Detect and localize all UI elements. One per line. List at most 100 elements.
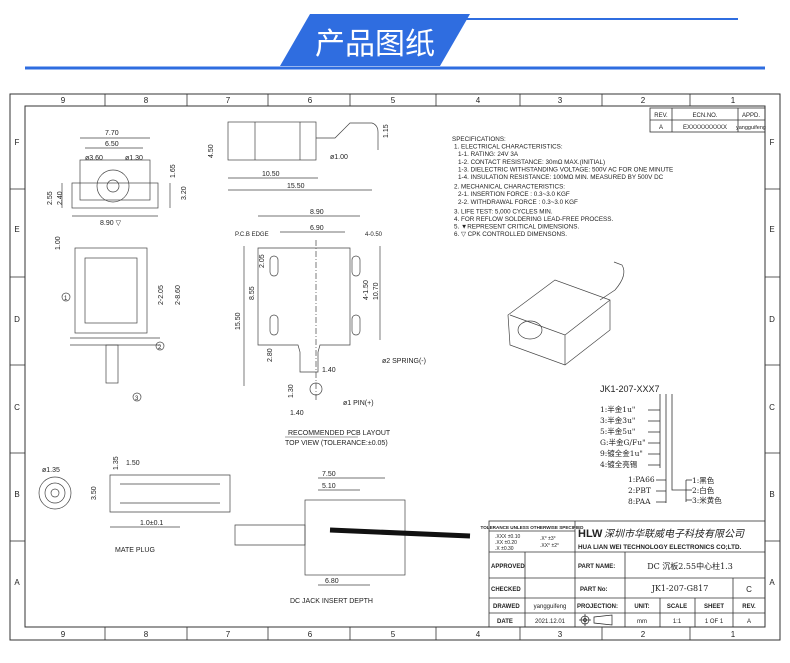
insert-depth-view (234, 477, 471, 586)
dim-left-2-8-60: 2-8.60 (175, 285, 182, 305)
zone-row-label: F (770, 138, 775, 147)
zone-column-label: 8 (144, 96, 149, 105)
zone-row-label: C (14, 403, 20, 412)
banner-title: 产品图纸 (315, 27, 435, 62)
dim-front-3-20: 3.20 (181, 186, 188, 200)
dim-pcb-4-1-50: 4-1.50 (363, 280, 370, 300)
spec-line: 2-1. INSERTION FORCE : 0.3~3.0 KGF (458, 191, 570, 198)
plating-option: G:半金G/Fu" (600, 437, 646, 447)
company-name-en: HUA LIAN WEI TECHNOLOGY ELECTRONICS CO;L… (578, 544, 741, 551)
dim-front-d1-30: ø1.30 (125, 155, 143, 162)
zone-column-label: 1 (731, 96, 736, 105)
callout-3: 3 (135, 396, 139, 402)
zone-row-label: B (14, 490, 19, 499)
ecn-value: EXXXXXXXXXX (683, 125, 727, 131)
dim-pcb-1-40a: 1.40 (322, 367, 336, 374)
zone-column-label: 9 (61, 96, 66, 105)
dim-front-8-90: 8.90 ▽ (100, 220, 122, 227)
rev-value-block: A (747, 619, 751, 625)
scale-label: SCALE (667, 604, 687, 610)
part-code-options: 1:半金1u"3:半金3u"5:半金5u"G:半金G/Fu"9:镀全金1u"4:… (600, 404, 722, 506)
plug-1-50: 1.50 (126, 460, 140, 467)
plug-1-35: 1.35 (113, 456, 120, 470)
zone-column-label: 4 (476, 96, 481, 105)
dim-pcb-2-05: 2.05 (259, 254, 266, 268)
zone-row-label: B (769, 490, 774, 499)
zone-row-label: D (769, 315, 775, 324)
unit-value: mm (637, 619, 647, 625)
plating-option: 3:半金3u" (600, 415, 635, 425)
pcb-layout-title: RECOMMENDED PCB LAYOUT (288, 430, 391, 437)
ecn-header: ECN.NO. (692, 113, 717, 119)
dim-pcb-6-90: 6.90 (310, 225, 324, 232)
side-view (227, 121, 379, 191)
zone-column-label: 6 (308, 630, 313, 639)
part-no-rev: C (746, 585, 752, 594)
zone-column-label: 6 (308, 96, 313, 105)
dim-pcb-4-0-50: 4-0.50 (365, 232, 383, 238)
dim-pcb-8-90: 8.90 (310, 209, 324, 216)
zone-row-label: A (769, 578, 775, 587)
material-option: 2:PBT (628, 486, 651, 495)
plug-3-50: 3.50 (91, 486, 98, 500)
dim-pcb-1-30: 1.30 (288, 384, 295, 398)
plug-1-0: 1.0±0.1 (140, 520, 163, 527)
mate-plug-view (38, 474, 231, 528)
zone-row-label: A (14, 578, 20, 587)
insert-depth-title: DC JACK INSERT DEPTH (290, 598, 373, 605)
company-name-cn: 深圳市华联威电子科技有限公司 (604, 528, 745, 540)
zone-column-label: 7 (226, 630, 231, 639)
spec-line: SPECIFICATIONS: (452, 136, 506, 143)
dim-front-2-55: 2.55 (47, 191, 54, 205)
left-section-view (61, 247, 165, 402)
dim-front-6-50: 6.50 (105, 141, 119, 148)
color-option: 1:黑色 (692, 475, 715, 485)
dim-pcb-15-50: 15.50 (235, 312, 242, 330)
part-code: JK1-207-XXX7 (600, 384, 660, 394)
mate-plug-title: MATE PLUG (115, 547, 155, 554)
spec-line: 1-2. CONTACT RESISTANCE: 30mΩ MAX.(INITI… (458, 159, 605, 166)
approved-label: APPROVED (491, 564, 525, 570)
dim-front-d3-60: ø3.60 (85, 155, 103, 162)
pcb-edge-label: P.C.B EDGE (235, 232, 269, 238)
plating-option: 1:半金1u" (600, 404, 635, 414)
dim-pcb-2-80: 2.80 (267, 348, 274, 362)
zone-column-label: 3 (558, 96, 563, 105)
plating-option: 4:镀全亮锡 (600, 459, 638, 469)
zone-column-label: 9 (61, 630, 66, 639)
material-option: 1:PA66 (628, 475, 655, 484)
tolerance-angle-xx: .XX° ±2° (540, 543, 559, 549)
sheet-value: 1 OF 1 (705, 619, 724, 625)
sheet-label: SHEET (704, 604, 724, 610)
dim-front-7-70: 7.70 (105, 130, 119, 137)
part-name-value: DC 沉板2.55中心柱1.3 (647, 561, 733, 571)
rev-label: REV. (742, 604, 756, 610)
appd-header: APPD. (742, 113, 760, 119)
insert-6-80: 6.80 (325, 578, 339, 585)
company-logo: HLW (578, 528, 603, 540)
drawed-value: yangguifeng (534, 604, 567, 610)
banner-title-shape (280, 14, 470, 66)
projection-label: PROJECTION: (577, 604, 618, 610)
tolerance-xxx: .XXX ±0.10 (495, 534, 520, 540)
plating-option: 5:半金5u" (600, 426, 635, 436)
callout-1: 1 (64, 296, 68, 302)
zone-row-label: C (769, 403, 775, 412)
spec-line: 4. FOR REFLOW SOLDERING LEAD-FREE PROCES… (454, 216, 613, 223)
dim-side-15-50: 15.50 (287, 183, 305, 190)
insert-5-10: 5.10 (322, 483, 336, 490)
spec-line: 3. LIFE TEST: 5,000 CYCLES MIN. (454, 208, 553, 215)
spec-line: 1. ELECTRICAL CHARACTERISTICS: (454, 144, 563, 151)
spec-line: 5. ▼REPRESENT CRITICAL DIMENSIONS. (454, 224, 579, 231)
dim-pcb-10-70: 10.70 (373, 282, 380, 300)
rev-value: A (659, 125, 663, 131)
spec-line: 1-4. INSULATION RESISTANCE: 100MΩ MIN. M… (458, 174, 664, 181)
spec-line: 1-3. DIELECTRIC WITHSTANDING VOLTAGE: 50… (458, 166, 673, 173)
part-no-label: PART No: (580, 587, 608, 593)
zone-column-label: 4 (476, 630, 481, 639)
unit-label: UNIT: (634, 604, 649, 610)
dim-front-2-40: 2.40 (57, 191, 64, 205)
material-option: 8:PAA (628, 497, 651, 506)
